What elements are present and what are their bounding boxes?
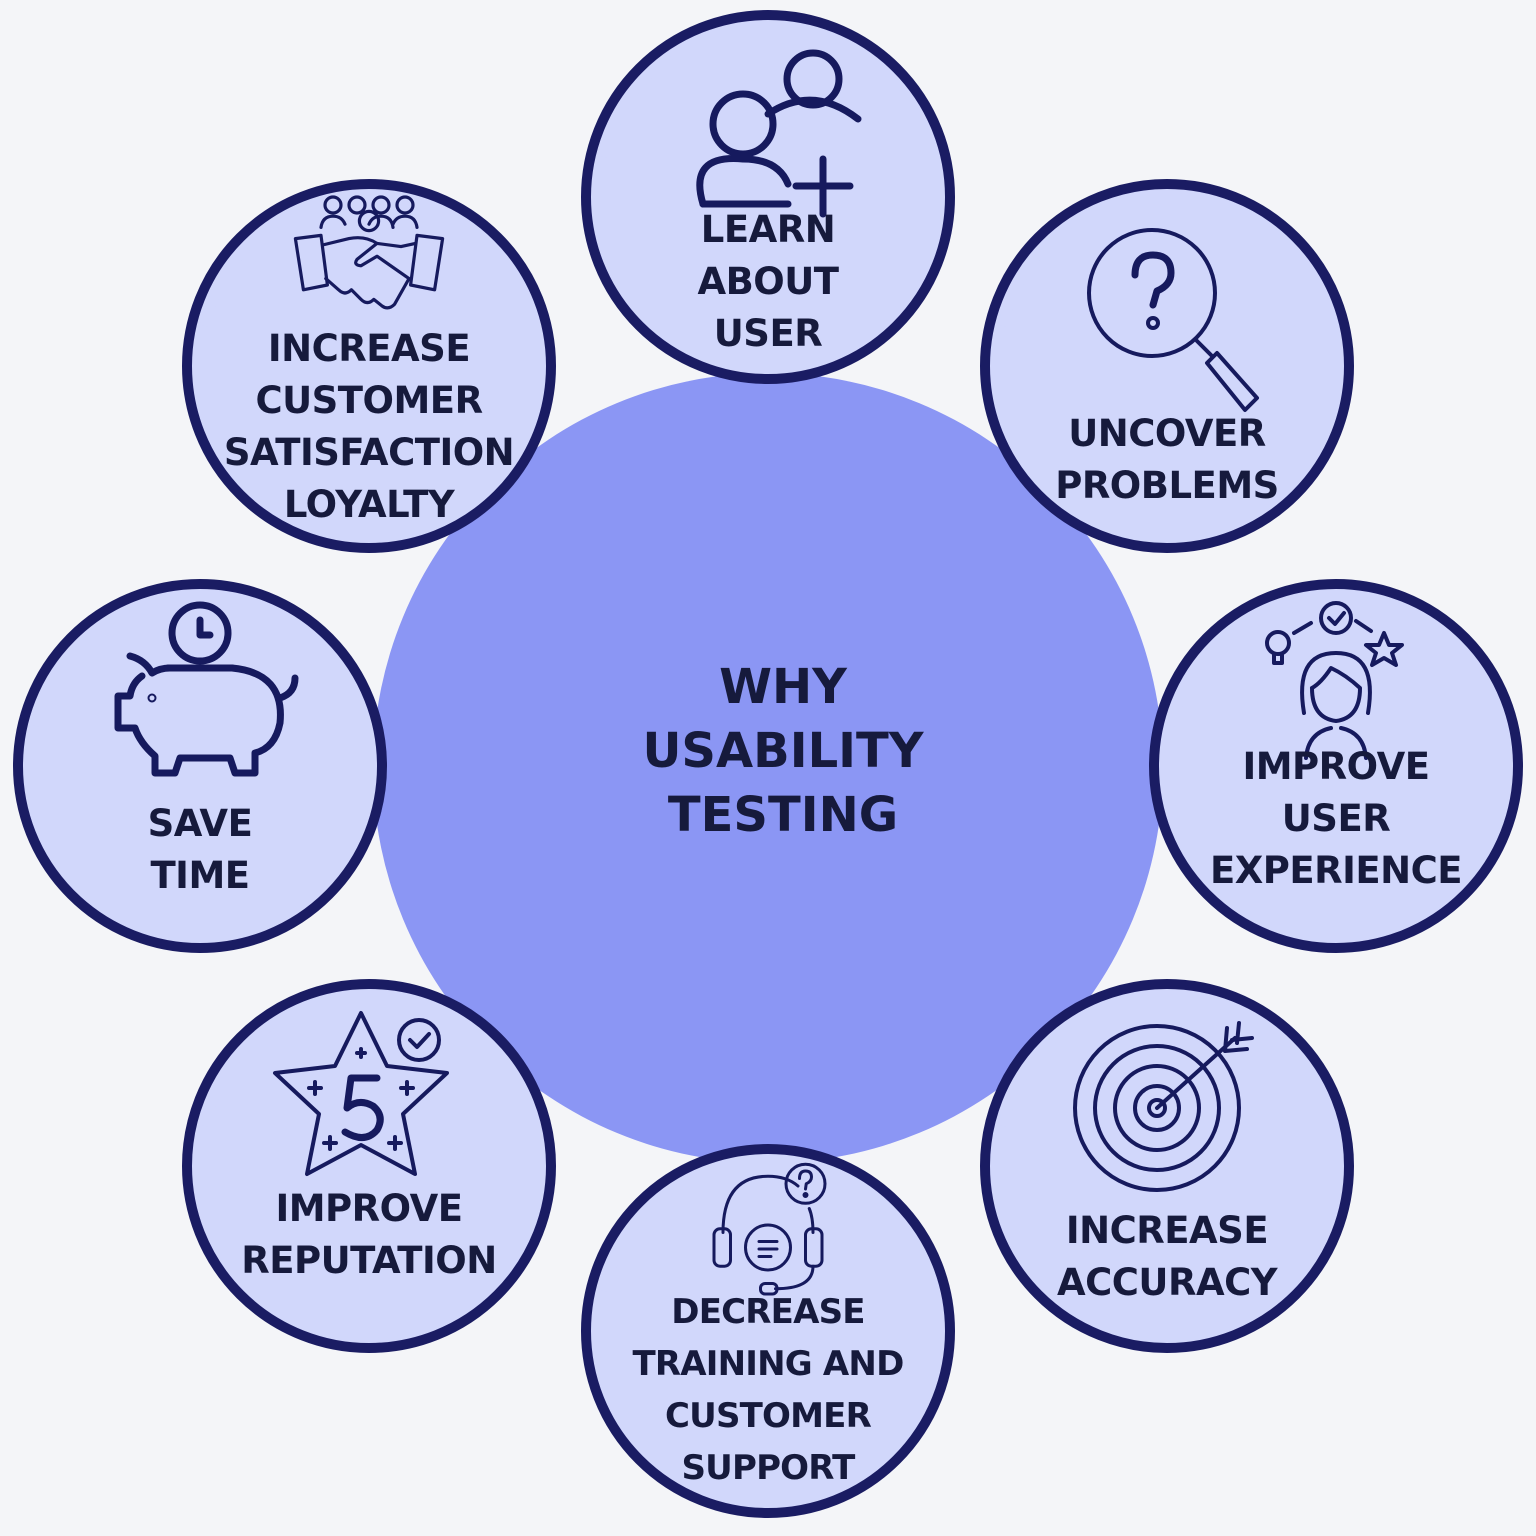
node-label: DECREASE TRAINING AND CUSTOMER SUPPORT xyxy=(632,1292,904,1488)
node-ring xyxy=(980,979,1354,1353)
node-label: IMPROVE REPUTATION xyxy=(241,1187,497,1282)
headset-support-icon xyxy=(712,1162,827,1296)
users-add-icon xyxy=(696,49,862,218)
node-ring xyxy=(13,579,387,953)
node-increase-accuracy: INCREASE ACCURACY xyxy=(974,973,1360,1359)
node-decrease-training-support: DECREASE TRAINING AND CUSTOMER SUPPORT xyxy=(575,1138,961,1524)
node-label: INCREASE CUSTOMER SATISFACTION LOYALTY xyxy=(223,327,515,526)
node-uncover-problems: UNCOVER PROBLEMS xyxy=(974,173,1360,559)
node-learn-about-user: LEARN ABOUT USER xyxy=(575,4,961,390)
node-ring xyxy=(182,179,556,553)
target-arrow-icon xyxy=(1073,1021,1254,1192)
node-improve-reputation: IMPROVE REPUTATION xyxy=(176,973,562,1359)
node-save-time: SAVE TIME xyxy=(7,573,393,959)
node-label: SAVE TIME xyxy=(147,802,253,897)
magnifier-question-icon xyxy=(1087,228,1259,412)
node-label: IMPROVE USER EXPERIENCE xyxy=(1209,745,1463,892)
user-idea-icon xyxy=(1265,601,1404,760)
node-ring xyxy=(980,179,1354,553)
node-label: LEARN ABOUT USER xyxy=(697,208,839,355)
node-label: INCREASE ACCURACY xyxy=(1056,1209,1278,1304)
node-improve-user-experience: IMPROVE USER EXPERIENCE xyxy=(1143,573,1529,959)
node-ring xyxy=(581,1144,955,1518)
node-increase-satisfaction: INCREASE CUSTOMER SATISFACTION LOYALTY xyxy=(176,173,562,559)
hub-title: WHY USABILITY TESTING xyxy=(642,659,924,843)
node-ring xyxy=(581,10,955,384)
central-hub-circle xyxy=(373,373,1163,1163)
node-label: UNCOVER PROBLEMS xyxy=(1055,412,1279,507)
star-rating-icon xyxy=(273,1011,449,1176)
piggy-bank-clock-icon xyxy=(114,601,299,777)
node-ring xyxy=(1149,579,1523,953)
handshake-icon xyxy=(293,195,445,310)
